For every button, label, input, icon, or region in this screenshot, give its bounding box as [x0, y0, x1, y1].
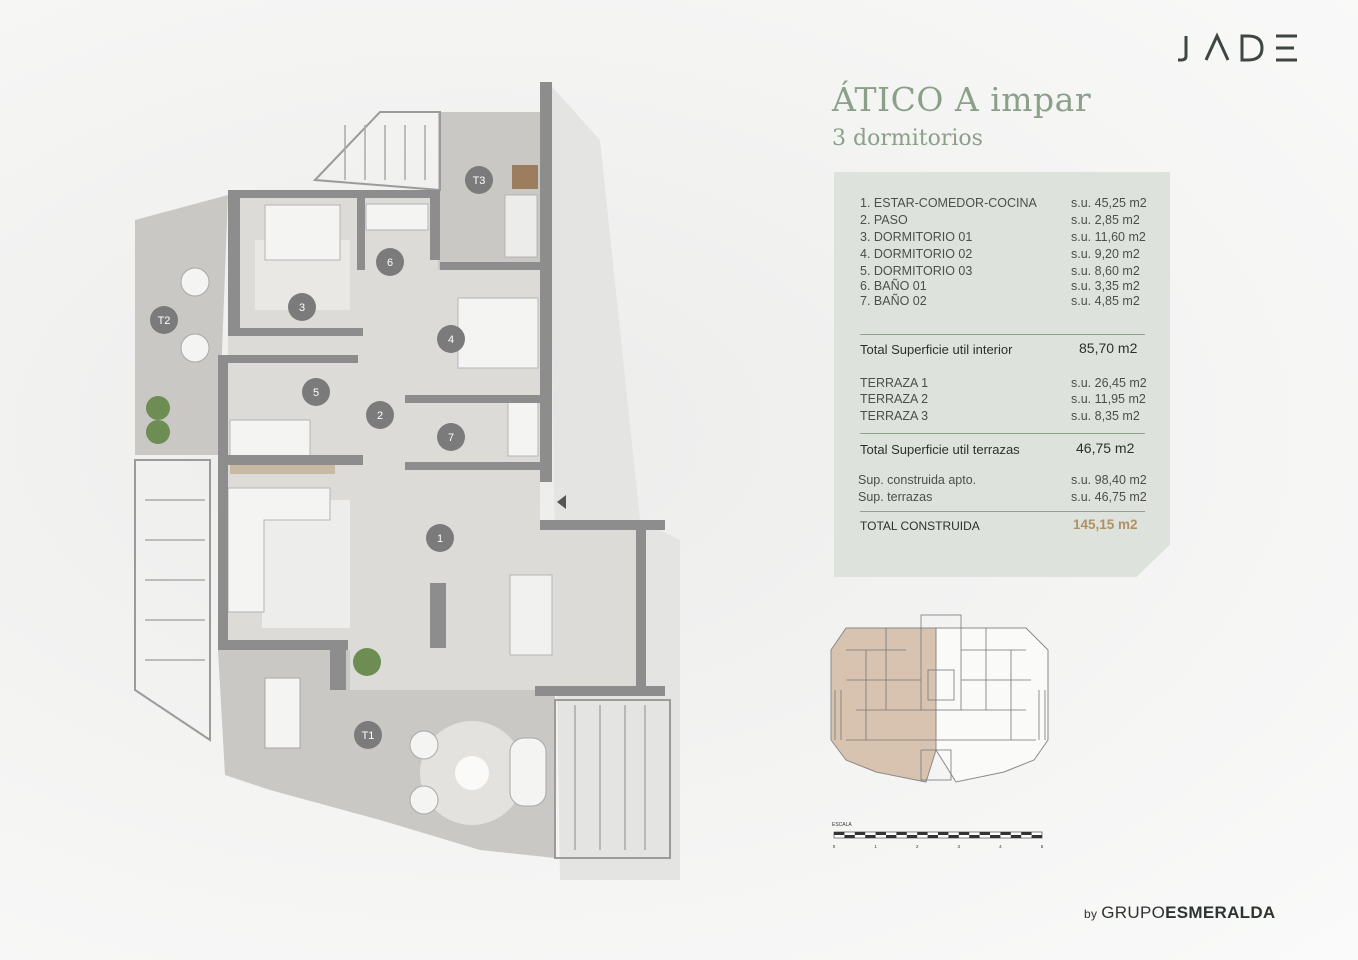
built-value: s.u. 98,40 m2	[1071, 473, 1147, 487]
terrace-label: TERRAZA 3	[860, 409, 929, 423]
total-terraces-label: Total Superficie util terrazas	[860, 442, 1020, 457]
bbq	[512, 165, 538, 189]
plan-shadow	[548, 82, 680, 880]
room-value: s.u. 45,25 m2	[1071, 196, 1147, 210]
jade-logo	[1178, 32, 1297, 62]
room-value: s.u. 8,60 m2	[1071, 264, 1140, 278]
scale-tick: 3	[958, 844, 961, 849]
terrace-value: s.u. 26,45 m2	[1071, 376, 1147, 390]
scale-tick: 4	[999, 844, 1002, 849]
area-summary-panel	[834, 172, 1170, 577]
room-value: s.u. 2,85 m2	[1071, 213, 1140, 227]
total-built-value: 145,15 m2	[1073, 517, 1138, 532]
highlighted-unit	[830, 627, 937, 783]
bathtub	[365, 203, 429, 231]
marker-4: 4	[448, 334, 454, 346]
living-rug	[262, 500, 350, 628]
unit-subtitle: 3 dormitorios	[832, 126, 983, 151]
built-value: s.u. 46,75 m2	[1071, 490, 1147, 504]
total-terraces-value: 46,75 m2	[1076, 440, 1135, 456]
terrace-value: s.u. 8,35 m2	[1071, 409, 1140, 423]
scale-tick: 0	[833, 844, 836, 849]
terrace-value: s.u. 11,95 m2	[1071, 392, 1146, 406]
bed-2	[457, 297, 539, 369]
scale-tick: 1	[874, 844, 877, 849]
marker-5: 5	[313, 387, 319, 399]
kitchen-island	[509, 574, 553, 656]
room-value: s.u. 11,60 m2	[1071, 230, 1146, 244]
scale-label: ESCALA	[832, 822, 852, 828]
brand-group-b: ESMERALDA	[1165, 903, 1276, 922]
divider	[860, 511, 1145, 512]
marker-t1: T1	[362, 730, 375, 742]
room-value: s.u. 3,35 m2	[1071, 279, 1140, 293]
laundry	[504, 194, 538, 258]
terrace-t2	[135, 195, 228, 455]
room-label: 3. DORMITORIO 01	[860, 230, 973, 244]
terrace-label: TERRAZA 2	[860, 392, 929, 406]
marker-t2: T2	[158, 315, 171, 327]
room-value: s.u. 4,85 m2	[1071, 294, 1140, 308]
room-value: s.u. 9,20 m2	[1071, 247, 1140, 261]
room-label: 1. ESTAR-COMEDOR-COCINA	[860, 196, 1037, 210]
total-interior-label: Total Superficie util interior	[860, 342, 1013, 357]
built-label: Sup. construida apto.	[858, 473, 977, 487]
bed-1	[264, 204, 341, 261]
marker-6: 6	[387, 257, 393, 269]
floor-plan: 1 2 3 4 5 6 7 T1 T2 T3	[134, 82, 680, 880]
entrance-arrow-icon	[557, 495, 566, 509]
shower	[507, 399, 539, 457]
unit-title: ÁTICO A impar	[832, 80, 1092, 119]
room-label: 6. BAÑO 01	[860, 279, 927, 293]
bed-3	[229, 419, 311, 459]
marker-2: 2	[377, 410, 383, 422]
marker-3: 3	[299, 302, 305, 314]
scale-bar: ESCALA 0 1 2 3 4 5	[832, 822, 1044, 849]
room-label: 5. DORMITORIO 03	[860, 264, 973, 278]
marker-7: 7	[448, 432, 454, 444]
total-interior-value: 85,70 m2	[1079, 340, 1138, 356]
building-keyplan	[830, 614, 1049, 783]
room-label: 2. PASO	[860, 213, 908, 227]
brand-by: by	[1084, 907, 1098, 921]
kitchen-bar	[430, 583, 446, 648]
divider	[860, 334, 1145, 335]
room-label: 4. DORMITORIO 02	[860, 247, 973, 261]
scale-tick: 2	[916, 844, 919, 849]
room-label: 7. BAÑO 02	[860, 294, 927, 308]
divider	[860, 433, 1145, 434]
terrace-label: TERRAZA 1	[860, 376, 929, 390]
walls	[218, 82, 665, 696]
brand-group-a: GRUPO	[1101, 903, 1166, 922]
total-built-label: TOTAL CONSTRUIDA	[860, 519, 980, 533]
built-label: Sup. terrazas	[858, 490, 933, 504]
scale-tick: 5	[1041, 844, 1044, 849]
marker-t3: T3	[473, 175, 486, 187]
marker-1: 1	[437, 533, 443, 545]
